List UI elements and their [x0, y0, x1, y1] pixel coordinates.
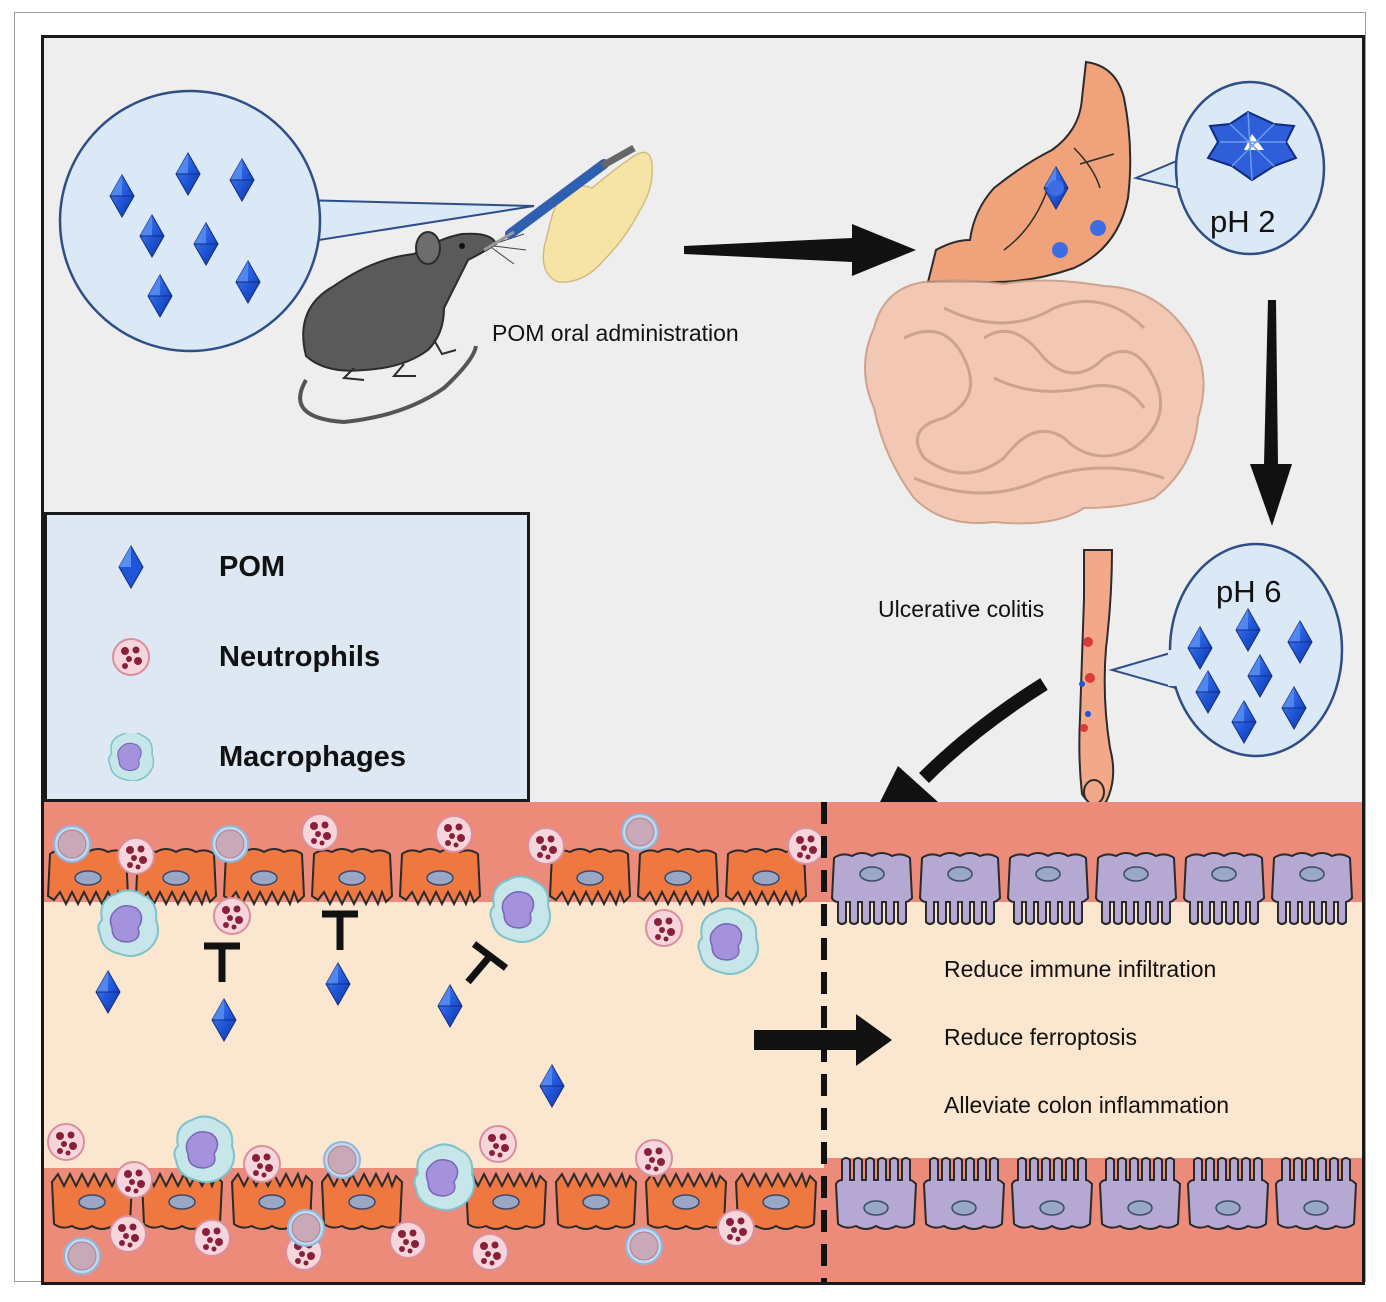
hand-with-syringe	[483, 144, 653, 283]
arrow-to-colon	[1250, 300, 1292, 526]
arrow-to-outcomes	[754, 1014, 892, 1066]
legend-label: POM	[219, 551, 286, 583]
intestine-illustration	[864, 279, 1205, 525]
diagram-scene	[44, 60, 1362, 1282]
pom-bubble	[58, 89, 535, 353]
diagram-panel: POM oral administration Ulcerative colit…	[41, 35, 1365, 1285]
arrow-to-stomach	[684, 224, 916, 276]
colon-ph-label: pH 6	[1216, 574, 1282, 609]
outcome-inflammation: Alleviate colon inflammation	[944, 1092, 1230, 1118]
legend-item-pom: POM	[47, 537, 527, 597]
legend-label: Neutrophils	[219, 641, 381, 673]
legend-item-macrophages: Macrophages	[47, 727, 527, 787]
ulcerative-colitis-label: Ulcerative colitis	[878, 596, 1045, 622]
administration-label: POM oral administration	[492, 320, 739, 346]
legend-label: Macrophages	[219, 741, 406, 773]
stomach-ph-label: pH 2	[1210, 204, 1276, 239]
figure-frame: POM oral administration Ulcerative colit…	[14, 12, 1366, 1285]
outcome-immune-infiltration: Reduce immune infiltration	[944, 956, 1217, 982]
inflamed-epithelium-top	[47, 848, 807, 905]
inhibition-symbols	[204, 910, 509, 985]
macrophage-icon	[108, 733, 155, 781]
outcome-ferroptosis: Reduce ferroptosis	[944, 1024, 1138, 1050]
pom-diamond-icon	[118, 544, 144, 590]
legend-item-neutrophils: Neutrophils	[47, 627, 527, 687]
pom-cluster-icon	[1206, 110, 1298, 182]
stomach-pom	[1048, 180, 1106, 258]
stomach-illustration	[926, 60, 1132, 283]
mouse-illustration	[298, 231, 527, 425]
legend: POM Neutrophils Macrophages	[44, 512, 530, 802]
neutrophil-icon	[112, 638, 150, 676]
colon-illustration	[1078, 549, 1115, 806]
